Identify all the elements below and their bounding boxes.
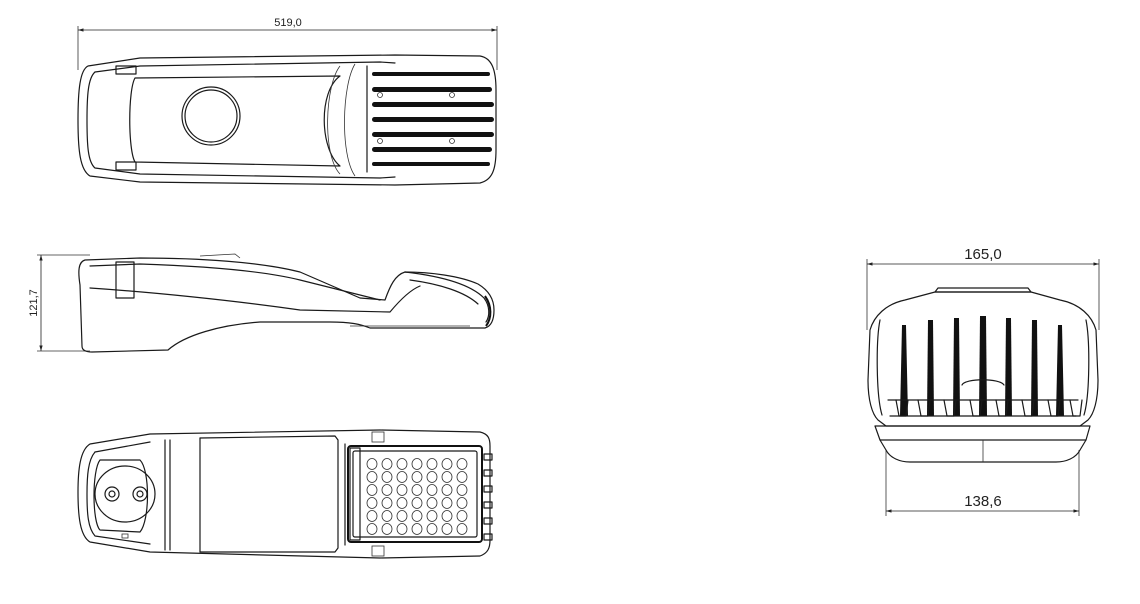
led bbox=[411, 510, 423, 522]
led bbox=[381, 497, 393, 509]
led bbox=[381, 471, 393, 483]
led bbox=[426, 458, 438, 470]
led bbox=[396, 497, 408, 509]
led bbox=[441, 458, 453, 470]
fin-foot bbox=[895, 399, 909, 417]
front-fin-feet bbox=[895, 399, 1083, 417]
led bbox=[381, 458, 393, 470]
heatsink-fins bbox=[372, 72, 494, 166]
bottom-view bbox=[77, 429, 493, 559]
led bbox=[456, 458, 468, 470]
led bbox=[456, 523, 468, 535]
led bbox=[381, 523, 393, 535]
led-array bbox=[366, 458, 468, 535]
led bbox=[441, 484, 453, 496]
led bbox=[411, 458, 423, 470]
led bbox=[456, 497, 468, 509]
led bbox=[441, 471, 453, 483]
led bbox=[426, 471, 438, 483]
led bbox=[441, 497, 453, 509]
led bbox=[441, 523, 453, 535]
led bbox=[366, 497, 378, 509]
width-bottom-dimension-label: 138,6 bbox=[964, 493, 1002, 510]
led bbox=[426, 510, 438, 522]
front-fins bbox=[900, 316, 1064, 416]
led bbox=[456, 510, 468, 522]
fin-foot bbox=[995, 399, 1009, 417]
led bbox=[396, 471, 408, 483]
led bbox=[411, 523, 423, 535]
led bbox=[456, 471, 468, 483]
led bbox=[411, 484, 423, 496]
length-dimension-label: 519,0 bbox=[274, 17, 302, 29]
led bbox=[366, 458, 378, 470]
top-view: 519,0 bbox=[77, 17, 498, 186]
fin-foot bbox=[1047, 399, 1061, 417]
connector-socket bbox=[94, 465, 156, 523]
led bbox=[366, 523, 378, 535]
front-view: 165,0 138,6 bbox=[866, 246, 1100, 516]
width-top-dimension-label: 165,0 bbox=[964, 246, 1002, 263]
led bbox=[411, 497, 423, 509]
fin-foot bbox=[943, 399, 957, 417]
side-view: 121,7 bbox=[28, 253, 495, 353]
led bbox=[411, 471, 423, 483]
led bbox=[366, 471, 378, 483]
led bbox=[396, 484, 408, 496]
fin-foot bbox=[969, 399, 983, 417]
height-dimension-label: 121,7 bbox=[28, 289, 40, 317]
led bbox=[441, 510, 453, 522]
led bbox=[396, 510, 408, 522]
led bbox=[381, 510, 393, 522]
led bbox=[381, 484, 393, 496]
side-fins bbox=[483, 453, 493, 541]
fin-foot bbox=[917, 399, 931, 417]
fin-foot bbox=[1021, 399, 1035, 417]
fin-foot bbox=[1069, 399, 1083, 417]
led bbox=[426, 497, 438, 509]
sensor-socket bbox=[181, 86, 241, 146]
led bbox=[426, 523, 438, 535]
led bbox=[366, 510, 378, 522]
led bbox=[396, 458, 408, 470]
led bbox=[396, 523, 408, 535]
led bbox=[426, 484, 438, 496]
led bbox=[456, 484, 468, 496]
led bbox=[366, 484, 378, 496]
led-module bbox=[347, 445, 483, 543]
